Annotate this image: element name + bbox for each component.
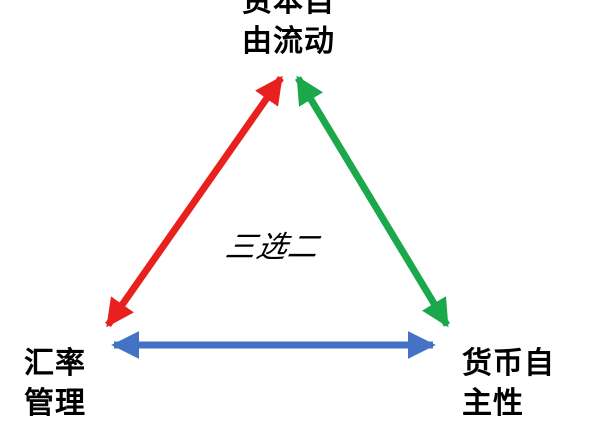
node-label-line: 货币自: [462, 346, 555, 381]
node-exchange-rate: 汇率 管理: [24, 344, 86, 424]
node-label-line: 管理: [24, 386, 86, 421]
center-label: 三选二: [222, 230, 323, 265]
node-label-line: 资本自: [242, 0, 335, 19]
node-capital-mobility: 资本自 由流动: [242, 0, 335, 62]
node-label-line: 汇率: [24, 346, 86, 381]
node-label-line: 主性: [462, 386, 524, 421]
green-double-arrow: [295, 75, 450, 328]
node-label-line: 由流动: [242, 24, 335, 59]
node-monetary-autonomy: 货币自 主性: [462, 344, 555, 424]
red-double-arrow: [105, 75, 284, 328]
